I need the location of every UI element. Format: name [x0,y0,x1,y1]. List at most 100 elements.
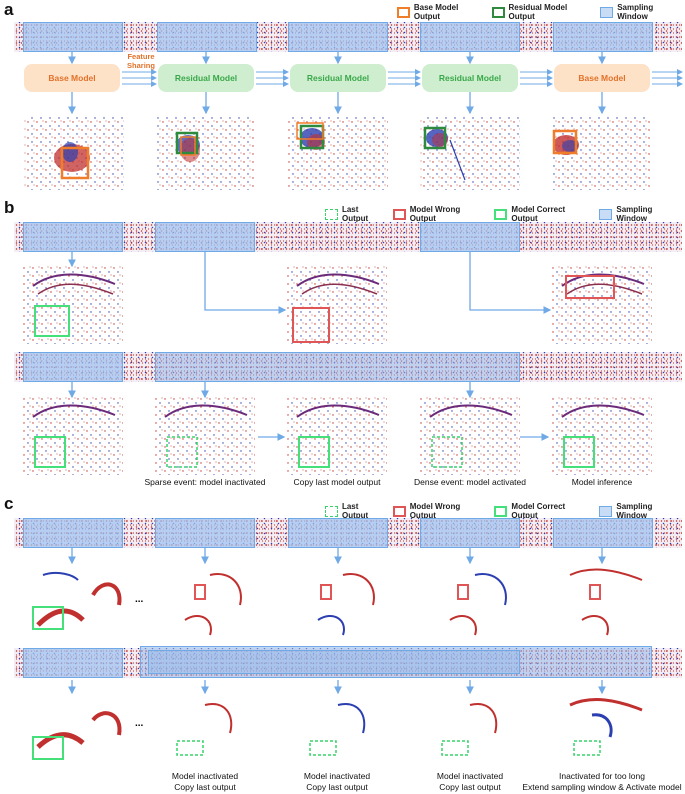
panel-c-label: c [4,494,14,513]
sampling-window [23,518,123,548]
last-output-box [441,740,469,756]
caption-copy-output: Copy last model output [293,477,381,487]
legend-label: Base Model Output [413,3,459,21]
caption-line: Copy last output [174,782,236,792]
caption-dense-event: Dense event: model activated [414,477,526,487]
event-frame [420,115,520,190]
sampling-window-wide [155,352,520,382]
panel-b-legend: Last Output Model Wrong Output Model Cor… [325,205,685,223]
panel-c-legend: Last Output Model Wrong Output Model Cor… [325,502,685,520]
residual-model-box: Residual Model [158,64,254,92]
sampling-window-wide [148,650,520,674]
ellipsis: ... [135,594,144,605]
sampling-window [288,22,388,52]
base-model-box: Base Model [554,64,650,92]
event-frame [420,397,520,475]
legend-label: Sampling Window [616,502,653,520]
legend-sampling-window: Sampling Window [599,502,685,520]
last-output-box [573,740,601,756]
legend-residual-output: Residual Model Output [491,3,595,21]
sampling-window [155,222,255,252]
panel-b-label: b [4,198,15,217]
arrow-icon [469,252,552,314]
panel-a-legend: Base Model Output Residual Model Output … [397,3,685,21]
legend-wrong-output: Model Wrong Output [392,502,489,520]
wrong-output-box [589,584,601,600]
sampling-window [23,22,123,52]
residual-output-box [175,131,199,155]
event-frame [155,397,255,475]
base-output-box [60,146,90,180]
event-frames-b2 [23,397,652,475]
legend-label: Residual Model Output [508,3,568,21]
event-frames-b1 [23,266,652,344]
caption-line: Model inactivated [171,771,239,781]
sampling-window [553,22,653,52]
wrong-output-swatch-icon [392,505,406,517]
legend-label: Model Wrong Output [409,502,461,520]
sampling-window [157,22,257,52]
correct-output-box [34,436,66,468]
event-frame [288,115,388,190]
correct-output-box [32,736,64,760]
sampling-window-swatch-icon [600,6,614,18]
correct-output-swatch-icon [494,505,508,517]
sampling-window [288,518,388,548]
event-frame [287,266,387,344]
sampling-window [553,518,653,548]
sampling-window [23,352,123,382]
wrong-output-box [457,584,469,600]
legend-label: Sampling Window [617,3,654,21]
panel-a-label: a [4,0,14,19]
legend-correct-output: Model Correct Output [494,502,593,520]
caption-line: Model inactivated [303,771,371,781]
legend-label: Model Wrong Output [409,205,461,223]
event-stream-b1 [14,222,682,252]
sampling-window [23,648,123,678]
sampling-window-swatch-icon [599,208,613,220]
caption-line: Extend sampling window & Activate model [522,782,682,792]
last-output-swatch-icon [325,505,338,517]
sampling-window [420,22,520,52]
last-output-box [431,436,463,468]
sampling-window-swatch-icon [599,505,613,517]
event-frame [156,115,256,190]
legend-sampling-window: Sampling Window [599,205,685,223]
event-frames-c1 [32,568,643,636]
feature-sharing-label: Feature Sharing [127,52,155,70]
sampling-window [420,222,520,252]
base-output-swatch-icon [397,6,410,18]
base-output-box [552,129,578,155]
event-frame [552,266,652,344]
last-output-swatch-icon [325,208,338,220]
residual-model-box: Residual Model [422,64,518,92]
ellipsis: ... [135,718,144,729]
sampling-window [155,518,255,548]
last-output-box [166,436,198,468]
legend-label: Model Correct Output [511,205,566,223]
wrong-output-box [292,307,330,343]
legend-last-output: Last Output [325,502,387,520]
last-output-box [176,740,204,756]
wrong-output-swatch-icon [392,208,406,220]
legend-label: Last Output [341,205,369,223]
arrow-icon [204,252,287,314]
legend-correct-output: Model Correct Output [494,205,593,223]
correct-output-swatch-icon [494,208,508,220]
legend-sampling-window: Sampling Window [600,3,685,21]
legend-wrong-output: Model Wrong Output [392,205,489,223]
last-output-box [309,740,337,756]
residual-output-box [423,126,447,150]
caption-line: Copy last output [306,782,368,792]
caption-line: Inactivated for too long [558,771,645,781]
correct-output-box [298,436,330,468]
correct-output-box [563,436,595,468]
caption-line: Model inactivated [436,771,504,781]
caption-model-inference: Model inference [571,477,633,487]
caption-line: Copy last output [439,782,501,792]
